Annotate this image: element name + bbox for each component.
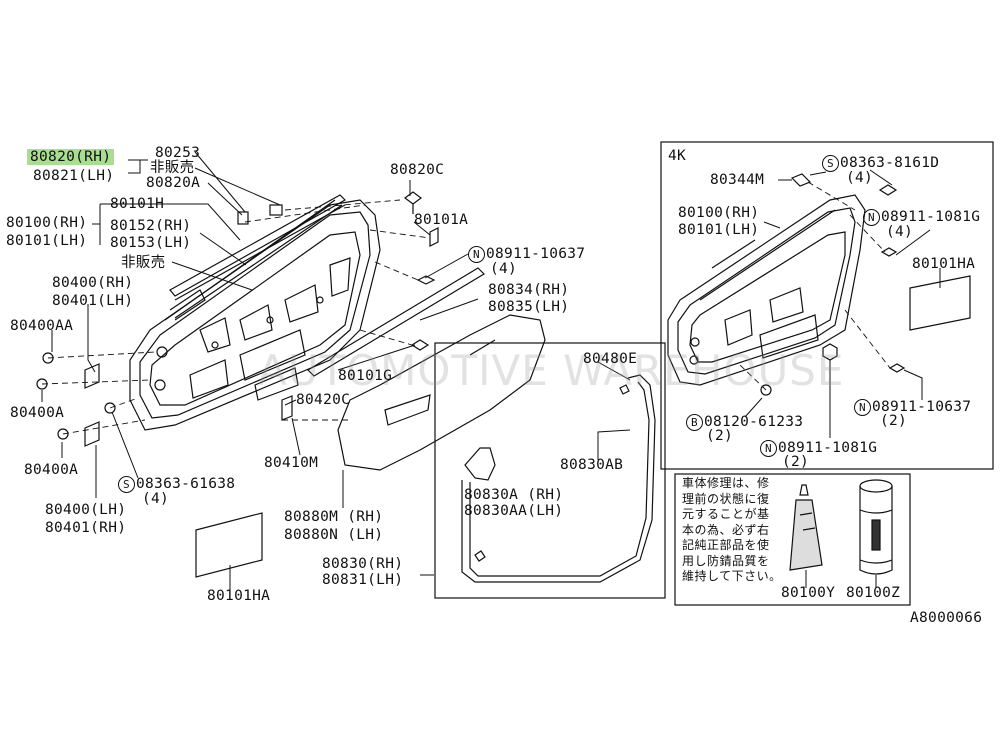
door-shell-4k — [667, 194, 866, 386]
n-circle-icon: N — [854, 399, 871, 416]
label-80101lh-4k[interactable]: 80101(LH) — [678, 222, 760, 238]
label-80101g[interactable]: 80101G — [338, 368, 393, 384]
s-circle-icon: S — [822, 155, 839, 172]
label-80100rh-4k[interactable]: 80100(RH) — [678, 205, 760, 221]
sealant-tube-icon — [789, 484, 823, 571]
label-80401lh[interactable]: 80401(LH) — [52, 293, 134, 309]
leader-lines-4k — [744, 169, 941, 438]
repair-note-box — [674, 473, 911, 606]
qty-2-b: (2) — [880, 413, 908, 429]
label-80101ha-right[interactable]: 80101HA — [912, 256, 976, 272]
dashed-lines — [41, 199, 431, 435]
note-line: 記純正部品を使 — [682, 538, 770, 552]
note-line: 車体修理は、修 — [682, 476, 770, 490]
note-line: 用し防錆品質を — [682, 553, 770, 568]
note-line: 本の為、必ず右 — [682, 522, 770, 537]
label-80835lh[interactable]: 80835(LH) — [488, 299, 570, 315]
label-not-for-sale-2: 非販売 — [121, 255, 166, 271]
label-80101lh[interactable]: 80101(LH) — [6, 233, 88, 249]
sealer-sheet-left — [195, 512, 263, 578]
label-80100y[interactable]: 80100Y — [781, 585, 836, 601]
qty-4-d: (4) — [886, 224, 914, 240]
label-80880n-lh[interactable]: 80880N (LH) — [284, 527, 384, 543]
note-line: 理前の状態に復 — [682, 491, 770, 506]
qty-4-a: (4) — [142, 491, 170, 507]
n-circle-icon: N — [468, 246, 485, 263]
label-80410m[interactable]: 80410M — [264, 455, 319, 471]
label-80400lh[interactable]: 80400(LH) — [45, 502, 127, 518]
label-80400rh[interactable]: 80400(RH) — [52, 275, 134, 291]
label-80253[interactable]: 80253 — [155, 145, 201, 161]
label-80830rh[interactable]: 80830(RH) — [322, 556, 404, 572]
label-80100z[interactable]: 80100Z — [846, 585, 901, 601]
hinge-parts — [36, 352, 293, 447]
label-80401rh[interactable]: 80401(RH) — [45, 520, 127, 536]
note-line: 元することが基 — [682, 507, 770, 521]
watermark: AUTOMOTIVE WAREHOUSE — [258, 346, 845, 395]
b-circle-icon: B — [686, 414, 703, 431]
label-80820a[interactable]: 80820A — [146, 175, 201, 191]
clips-4k — [760, 173, 906, 396]
label-80834rh[interactable]: 80834(RH) — [488, 282, 570, 298]
spray-can-icon — [859, 479, 893, 575]
label-80100rh[interactable]: 80100(RH) — [6, 215, 88, 231]
label-80880m-rh[interactable]: 80880M (RH) — [284, 509, 384, 525]
note-line: 維持して下さい。 — [682, 569, 782, 583]
s-circle-icon: S — [118, 476, 135, 493]
label-80831lh[interactable]: 80831(LH) — [322, 572, 404, 588]
qty-4-c: (4) — [846, 170, 874, 186]
diagram-code: A8000066 — [910, 610, 983, 626]
label-80152rh[interactable]: 80152(RH) — [110, 218, 192, 234]
label-80400a-1[interactable]: 80400A — [10, 405, 65, 421]
label-80101a[interactable]: 80101A — [414, 212, 469, 228]
door-shell-left — [129, 199, 381, 431]
small-clips — [237, 191, 439, 351]
label-80344m[interactable]: 80344M — [710, 172, 765, 188]
dashed-lines-4k — [739, 181, 891, 391]
label-80830aa-lh[interactable]: 80830AA(LH) — [464, 503, 564, 519]
label-80821lh[interactable]: 80821(LH) — [33, 168, 115, 184]
label-80101ha-left[interactable]: 80101HA — [207, 588, 271, 604]
label-80101h[interactable]: 80101H — [110, 196, 165, 212]
sash-moulding — [169, 194, 346, 301]
label-80820c[interactable]: 80820C — [390, 162, 445, 178]
variant-4k-label: 4K — [668, 148, 687, 164]
note-leaders — [805, 570, 877, 588]
label-80400a-2[interactable]: 80400A — [24, 462, 79, 478]
n-circle-icon: N — [760, 440, 777, 457]
n-circle-icon: N — [863, 209, 880, 226]
label-80400aa[interactable]: 80400AA — [10, 318, 74, 334]
weatherstrip-box — [434, 342, 666, 599]
label-80480e[interactable]: 80480E — [583, 351, 638, 367]
repair-note: 車体修理は、修 理前の状態に復 元することが基 本の為、必ず右 記純正部品を使 … — [682, 476, 782, 585]
label-80830a-rh[interactable]: 80830A (RH) — [464, 487, 564, 503]
outer-moulding-strip — [307, 267, 485, 377]
label-80820rh[interactable]: 80820(RH) — [27, 149, 115, 165]
label-80830ab[interactable]: 80830AB — [560, 457, 624, 473]
label-not-for-sale-1: 非販売 — [150, 160, 195, 176]
qty-2-c: (2) — [782, 454, 810, 470]
leader-lines-left — [41, 151, 631, 590]
variant-4k-box — [660, 141, 994, 470]
sealer-sheet-4k — [909, 275, 971, 331]
label-80153lh[interactable]: 80153(LH) — [110, 235, 192, 251]
qty-2-a: (2) — [706, 428, 734, 444]
qty-4-b: (4) — [490, 261, 518, 277]
label-80420c[interactable]: 80420C — [296, 392, 351, 408]
